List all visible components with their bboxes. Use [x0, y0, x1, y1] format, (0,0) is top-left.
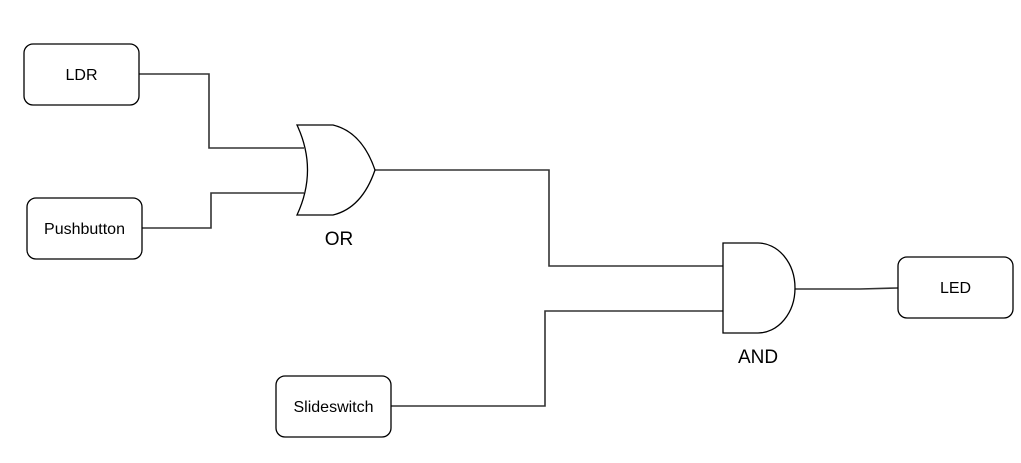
and-gate-symbol	[722, 242, 796, 334]
and-gate-label: AND	[738, 347, 778, 368]
or-gate-symbol	[295, 124, 376, 216]
wire-slideswitch-to-and	[391, 310, 723, 407]
input-ldr-box	[23, 43, 140, 106]
input-ldr: LDR	[23, 43, 140, 106]
and-gate: AND	[722, 242, 796, 368]
wire-ldr-to-or	[139, 73, 304, 149]
wire-pushbutton-to-or	[142, 192, 304, 229]
input-ldr-label: LDR	[65, 67, 97, 84]
input-pushbutton-label: Pushbutton	[44, 221, 125, 238]
wire-or-to-and	[375, 169, 723, 267]
output-led: LED	[897, 256, 1014, 319]
input-pushbutton: Pushbutton	[26, 197, 143, 260]
input-pushbutton-box	[26, 197, 143, 260]
output-led-box	[897, 256, 1014, 319]
input-slideswitch-label: Slideswitch	[293, 399, 373, 416]
input-slideswitch-box	[275, 375, 392, 438]
input-slideswitch: Slideswitch	[275, 375, 392, 438]
or-gate: OR	[295, 124, 376, 250]
wire-and-to-led	[795, 287, 899, 290]
output-led-label: LED	[940, 280, 971, 297]
or-gate-label: OR	[325, 229, 354, 250]
